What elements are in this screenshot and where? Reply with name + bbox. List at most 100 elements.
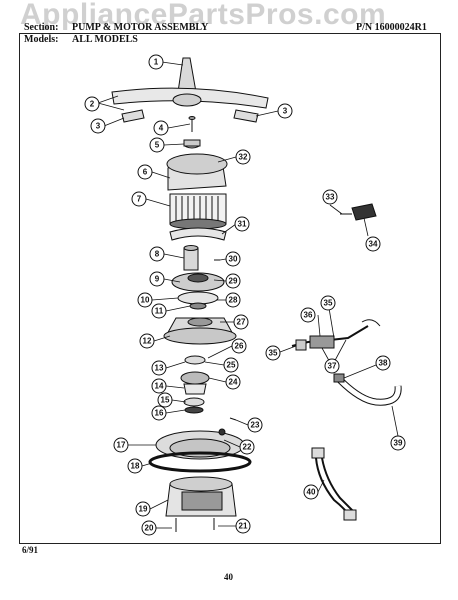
svg-text:4: 4 [159, 124, 164, 133]
callout-31: 31 [234, 216, 250, 232]
svg-text:17: 17 [117, 441, 126, 450]
svg-text:8: 8 [155, 250, 160, 259]
callout-27: 27 [233, 314, 249, 330]
callout-9: 9 [149, 271, 165, 287]
svg-text:35: 35 [269, 349, 278, 358]
svg-text:21: 21 [239, 522, 248, 531]
watermark: AppliancePartsPros.com [20, 0, 387, 31]
section-label: Section: [24, 22, 59, 33]
svg-text:29: 29 [229, 277, 238, 286]
impeller-part [171, 272, 225, 310]
svg-text:36: 36 [304, 311, 313, 320]
callout-11: 11 [151, 303, 167, 319]
callout-3-left: 3 [90, 118, 106, 134]
svg-text:5: 5 [155, 141, 160, 150]
pump-housing-part [166, 153, 228, 230]
callout-17: 17 [113, 437, 129, 453]
svg-text:38: 38 [379, 359, 388, 368]
callout-36: 36 [300, 307, 316, 323]
callout-5: 5 [149, 137, 165, 153]
svg-text:40: 40 [307, 488, 316, 497]
callout-24: 24 [225, 374, 241, 390]
callout-16: 16 [151, 405, 167, 421]
svg-text:37: 37 [328, 362, 337, 371]
svg-text:18: 18 [131, 462, 140, 471]
svg-text:26: 26 [235, 342, 244, 351]
hose-assembly-part [291, 319, 381, 351]
svg-text:34: 34 [369, 240, 378, 249]
callout-28: 28 [225, 292, 241, 308]
callout-15: 15 [157, 392, 173, 408]
leader-lines [97, 61, 399, 529]
callout-22: 22 [239, 439, 255, 455]
callout-35-top: 35 [320, 295, 336, 311]
callout-21: 21 [235, 518, 251, 534]
svg-text:23: 23 [251, 421, 260, 430]
callout-13: 13 [151, 360, 167, 376]
callout-29: 29 [225, 273, 241, 289]
callout-14: 14 [151, 378, 167, 394]
svg-text:1: 1 [154, 58, 159, 67]
svg-text:27: 27 [237, 318, 246, 327]
callout-34: 34 [365, 236, 381, 252]
shaft-part [169, 227, 227, 271]
callout-35-left: 35 [265, 345, 281, 361]
models-label: Models: [24, 34, 59, 45]
callout-19: 19 [135, 501, 151, 517]
svg-text:7: 7 [137, 195, 142, 204]
svg-text:35: 35 [324, 299, 333, 308]
svg-text:6: 6 [143, 168, 148, 177]
motor-part [165, 476, 237, 528]
footer-rule [19, 543, 441, 544]
footer-date: 6/91 [22, 545, 39, 555]
svg-text:12: 12 [143, 337, 152, 346]
svg-text:11: 11 [155, 307, 164, 316]
section-name: PUMP & MOTOR ASSEMBLY [72, 22, 209, 33]
svg-text:33: 33 [326, 193, 335, 202]
models-value: ALL MODELS [72, 34, 138, 45]
svg-text:3: 3 [96, 122, 101, 131]
svg-text:30: 30 [229, 255, 238, 264]
svg-text:9: 9 [155, 275, 160, 284]
motor-plate-part [148, 428, 252, 473]
svg-text:39: 39 [394, 439, 403, 448]
svg-text:14: 14 [155, 382, 164, 391]
callout-32: 32 [235, 149, 251, 165]
spray-arm-part [111, 57, 269, 123]
callout-7: 7 [131, 191, 147, 207]
svg-text:15: 15 [161, 396, 170, 405]
callout-20: 20 [141, 520, 157, 536]
svg-text:28: 28 [229, 296, 238, 305]
pump-base-part [163, 317, 237, 345]
callout-3-right: 3 [277, 103, 293, 119]
screw-23-part [229, 417, 237, 421]
valve-part [340, 203, 377, 221]
wire-harness-part [311, 447, 357, 521]
callout-39: 39 [390, 435, 406, 451]
svg-text:32: 32 [239, 153, 248, 162]
svg-text:19: 19 [139, 505, 148, 514]
callout-30: 30 [225, 251, 241, 267]
seal-stack-part [180, 355, 210, 414]
callout-33: 33 [322, 189, 338, 205]
callout-6: 6 [137, 164, 153, 180]
svg-text:10: 10 [141, 296, 150, 305]
svg-text:31: 31 [238, 220, 247, 229]
drain-hose-part [333, 373, 402, 406]
svg-text:22: 22 [243, 443, 252, 452]
callout-23: 23 [247, 417, 263, 433]
callout-8: 8 [149, 246, 165, 262]
svg-text:16: 16 [155, 409, 164, 418]
callout-40: 40 [303, 484, 319, 500]
svg-text:24: 24 [229, 378, 238, 387]
callout-4: 4 [153, 120, 169, 136]
callout-1: 1 [148, 54, 164, 70]
callout-38: 38 [375, 355, 391, 371]
part-number: P/N 16000024R1 [356, 22, 427, 33]
svg-text:3: 3 [283, 107, 288, 116]
callout-37: 37 [324, 358, 340, 374]
callout-2: 2 [84, 96, 100, 112]
svg-text:13: 13 [155, 364, 164, 373]
